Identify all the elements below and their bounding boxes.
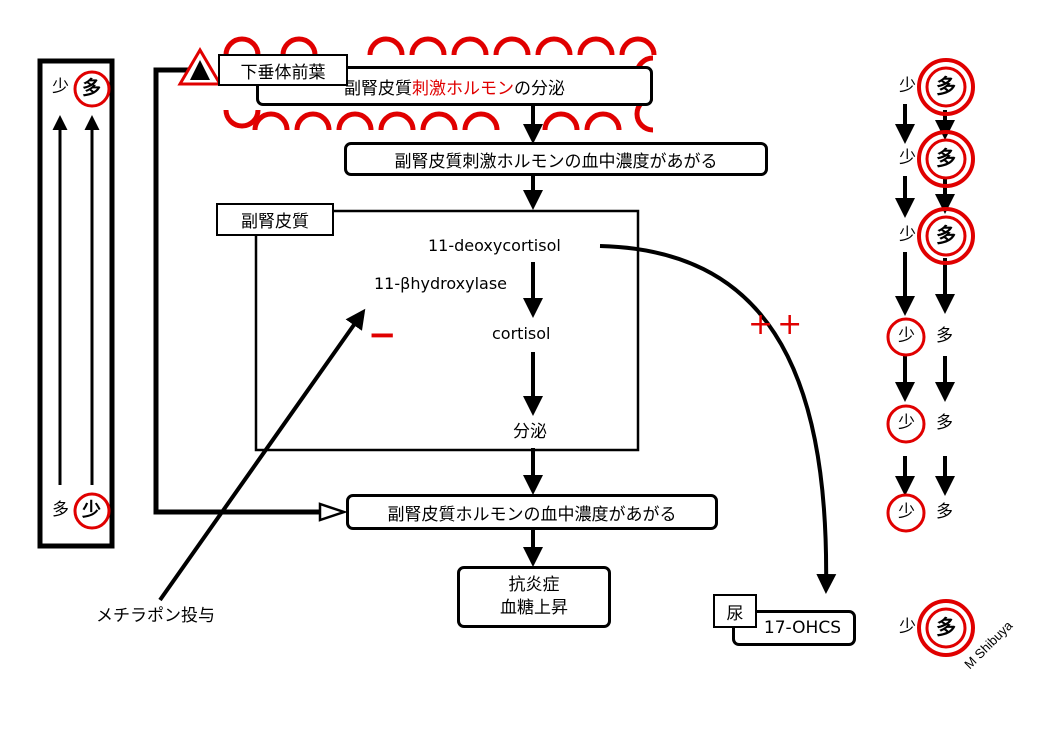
- col-few-6: 少: [898, 502, 915, 522]
- col-few-1: 少: [899, 76, 916, 96]
- col-few-5: 少: [898, 413, 915, 433]
- acth-secretion-text-1: 副腎皮質: [344, 78, 412, 99]
- few-ring-6: [886, 493, 926, 533]
- metyrapone-label: メチラポン投与: [96, 606, 215, 626]
- metyrapone-arrow: [158, 308, 366, 602]
- col-many-2: 多: [936, 146, 956, 170]
- few-ring-5: [886, 404, 926, 444]
- pituitary-label: 下垂体前葉: [218, 54, 348, 86]
- many-ring-outer-7: [917, 599, 975, 657]
- col-many-6: 多: [936, 502, 953, 522]
- col-many-4: 多: [936, 326, 953, 346]
- many-ring-outer-2: [917, 130, 975, 188]
- adrenal-cortex-frame: [254, 209, 640, 452]
- left-top-many: 多: [82, 77, 102, 99]
- col-many-3: 多: [936, 223, 956, 247]
- deoxycortisol-to-ohcs-arrow: [599, 244, 837, 594]
- minus-sign: −: [368, 315, 397, 355]
- adrenal-cortex-label: 副腎皮質: [216, 203, 334, 236]
- many-ring-inner-1: [925, 66, 967, 108]
- many-ring-inner-2: [925, 138, 967, 180]
- hydroxylase-label: 11-βhydroxylase: [374, 274, 507, 293]
- effects-box: 抗炎症 血糖上昇: [457, 566, 611, 628]
- col-few-3: 少: [899, 225, 916, 245]
- col-few-7: 少: [899, 617, 916, 637]
- pituitary-inhibition-fill: [190, 60, 210, 80]
- many-circle: [73, 70, 111, 108]
- negative-feedback-line: [153, 67, 320, 515]
- secretion-label: 分泌: [513, 422, 547, 442]
- blood-sugar-rise-text: 血糖上昇: [500, 598, 568, 618]
- acth-secretion-text-red: 刺激ホルモン: [412, 78, 514, 99]
- feedback-open-arrowhead: [318, 502, 348, 522]
- acth-blood-level-box: 副腎皮質刺激ホルモンの血中濃度があがる: [344, 142, 768, 176]
- col-few-4: 少: [898, 326, 915, 346]
- left-top-few: 少: [52, 77, 69, 97]
- left-panel-frame: [37, 58, 115, 549]
- many-ring-inner-3: [925, 215, 967, 257]
- col-many-7: 多: [936, 615, 956, 639]
- few-ring-4: [886, 317, 926, 357]
- plus-plus-sign: ++: [748, 307, 807, 342]
- col-few-2: 少: [899, 148, 916, 168]
- cortisol-label: cortisol: [492, 324, 551, 343]
- col-many-1: 多: [936, 74, 956, 98]
- urine-label: 尿: [713, 594, 757, 628]
- many-ring-outer-3: [917, 207, 975, 265]
- anti-inflammatory-text: 抗炎症: [508, 575, 560, 596]
- few-circle: [73, 492, 111, 530]
- cortical-hormone-blood-box: 副腎皮質ホルモンの血中濃度があがる: [346, 494, 718, 530]
- many-ring-outer-1: [917, 58, 975, 116]
- col-many-5: 多: [936, 413, 953, 433]
- many-ring-inner-7: [925, 607, 967, 649]
- ohcs-box: 17-OHCS: [732, 610, 856, 646]
- acth-secretion-text-3: の分泌: [514, 78, 565, 99]
- left-bottom-few: 少: [82, 499, 102, 521]
- left-bottom-many: 多: [52, 500, 69, 520]
- deoxycortisol-label: 11-deoxycortisol: [428, 236, 561, 255]
